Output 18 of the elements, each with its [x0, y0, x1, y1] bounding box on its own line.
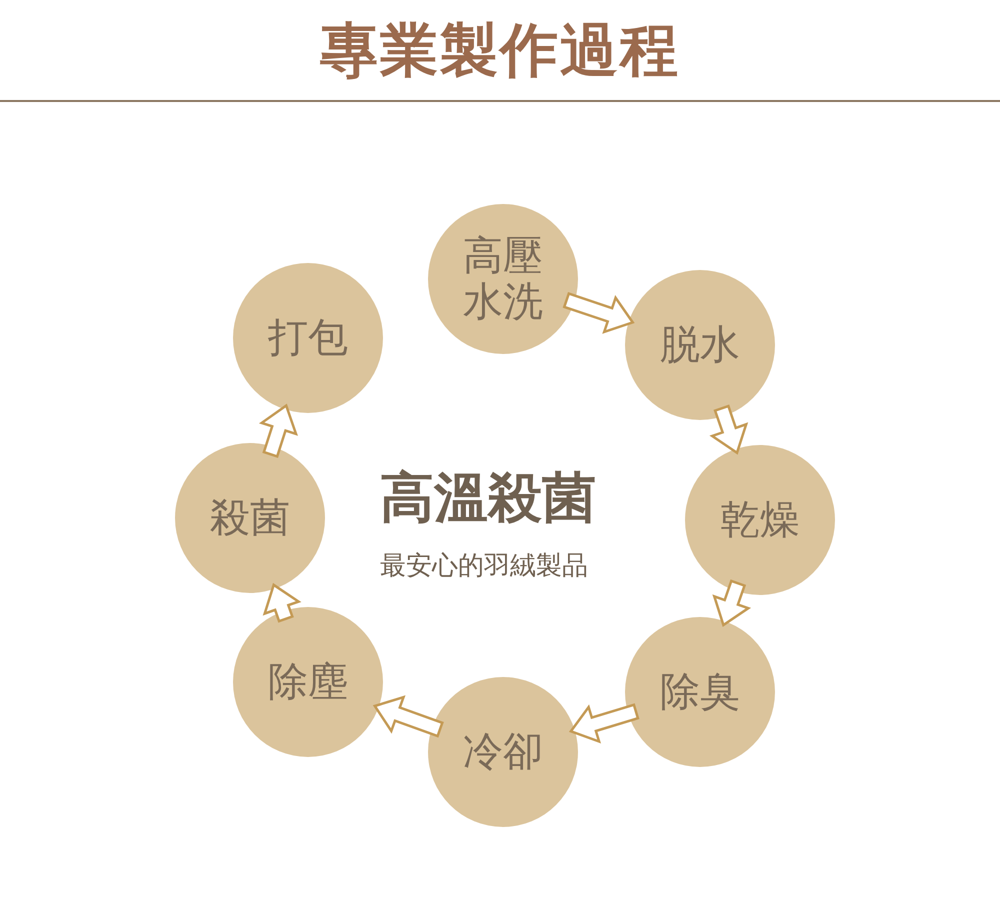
arrow: [262, 582, 302, 623]
step-circle: 冷卻: [428, 677, 578, 827]
step-circle: 乾燥: [685, 445, 835, 595]
arrow: [562, 292, 635, 334]
step-circle: 殺菌: [175, 443, 325, 593]
arrow: [568, 703, 640, 744]
arrow: [712, 579, 752, 627]
step-circle: 脱水: [625, 270, 775, 420]
subtitle-text: 最安心的羽絨製品: [380, 550, 588, 583]
arrow: [372, 695, 444, 738]
step-circle: 除塵: [233, 607, 383, 757]
heading-text: 高溫殺菌: [380, 465, 596, 531]
arrow: [258, 404, 298, 458]
title: 專業製作過程: [319, 15, 681, 86]
step-circle: 打包: [233, 263, 383, 413]
step-circle: 除臭: [625, 617, 775, 767]
arrow: [709, 404, 748, 455]
step-circle: 高壓水洗: [428, 204, 578, 354]
